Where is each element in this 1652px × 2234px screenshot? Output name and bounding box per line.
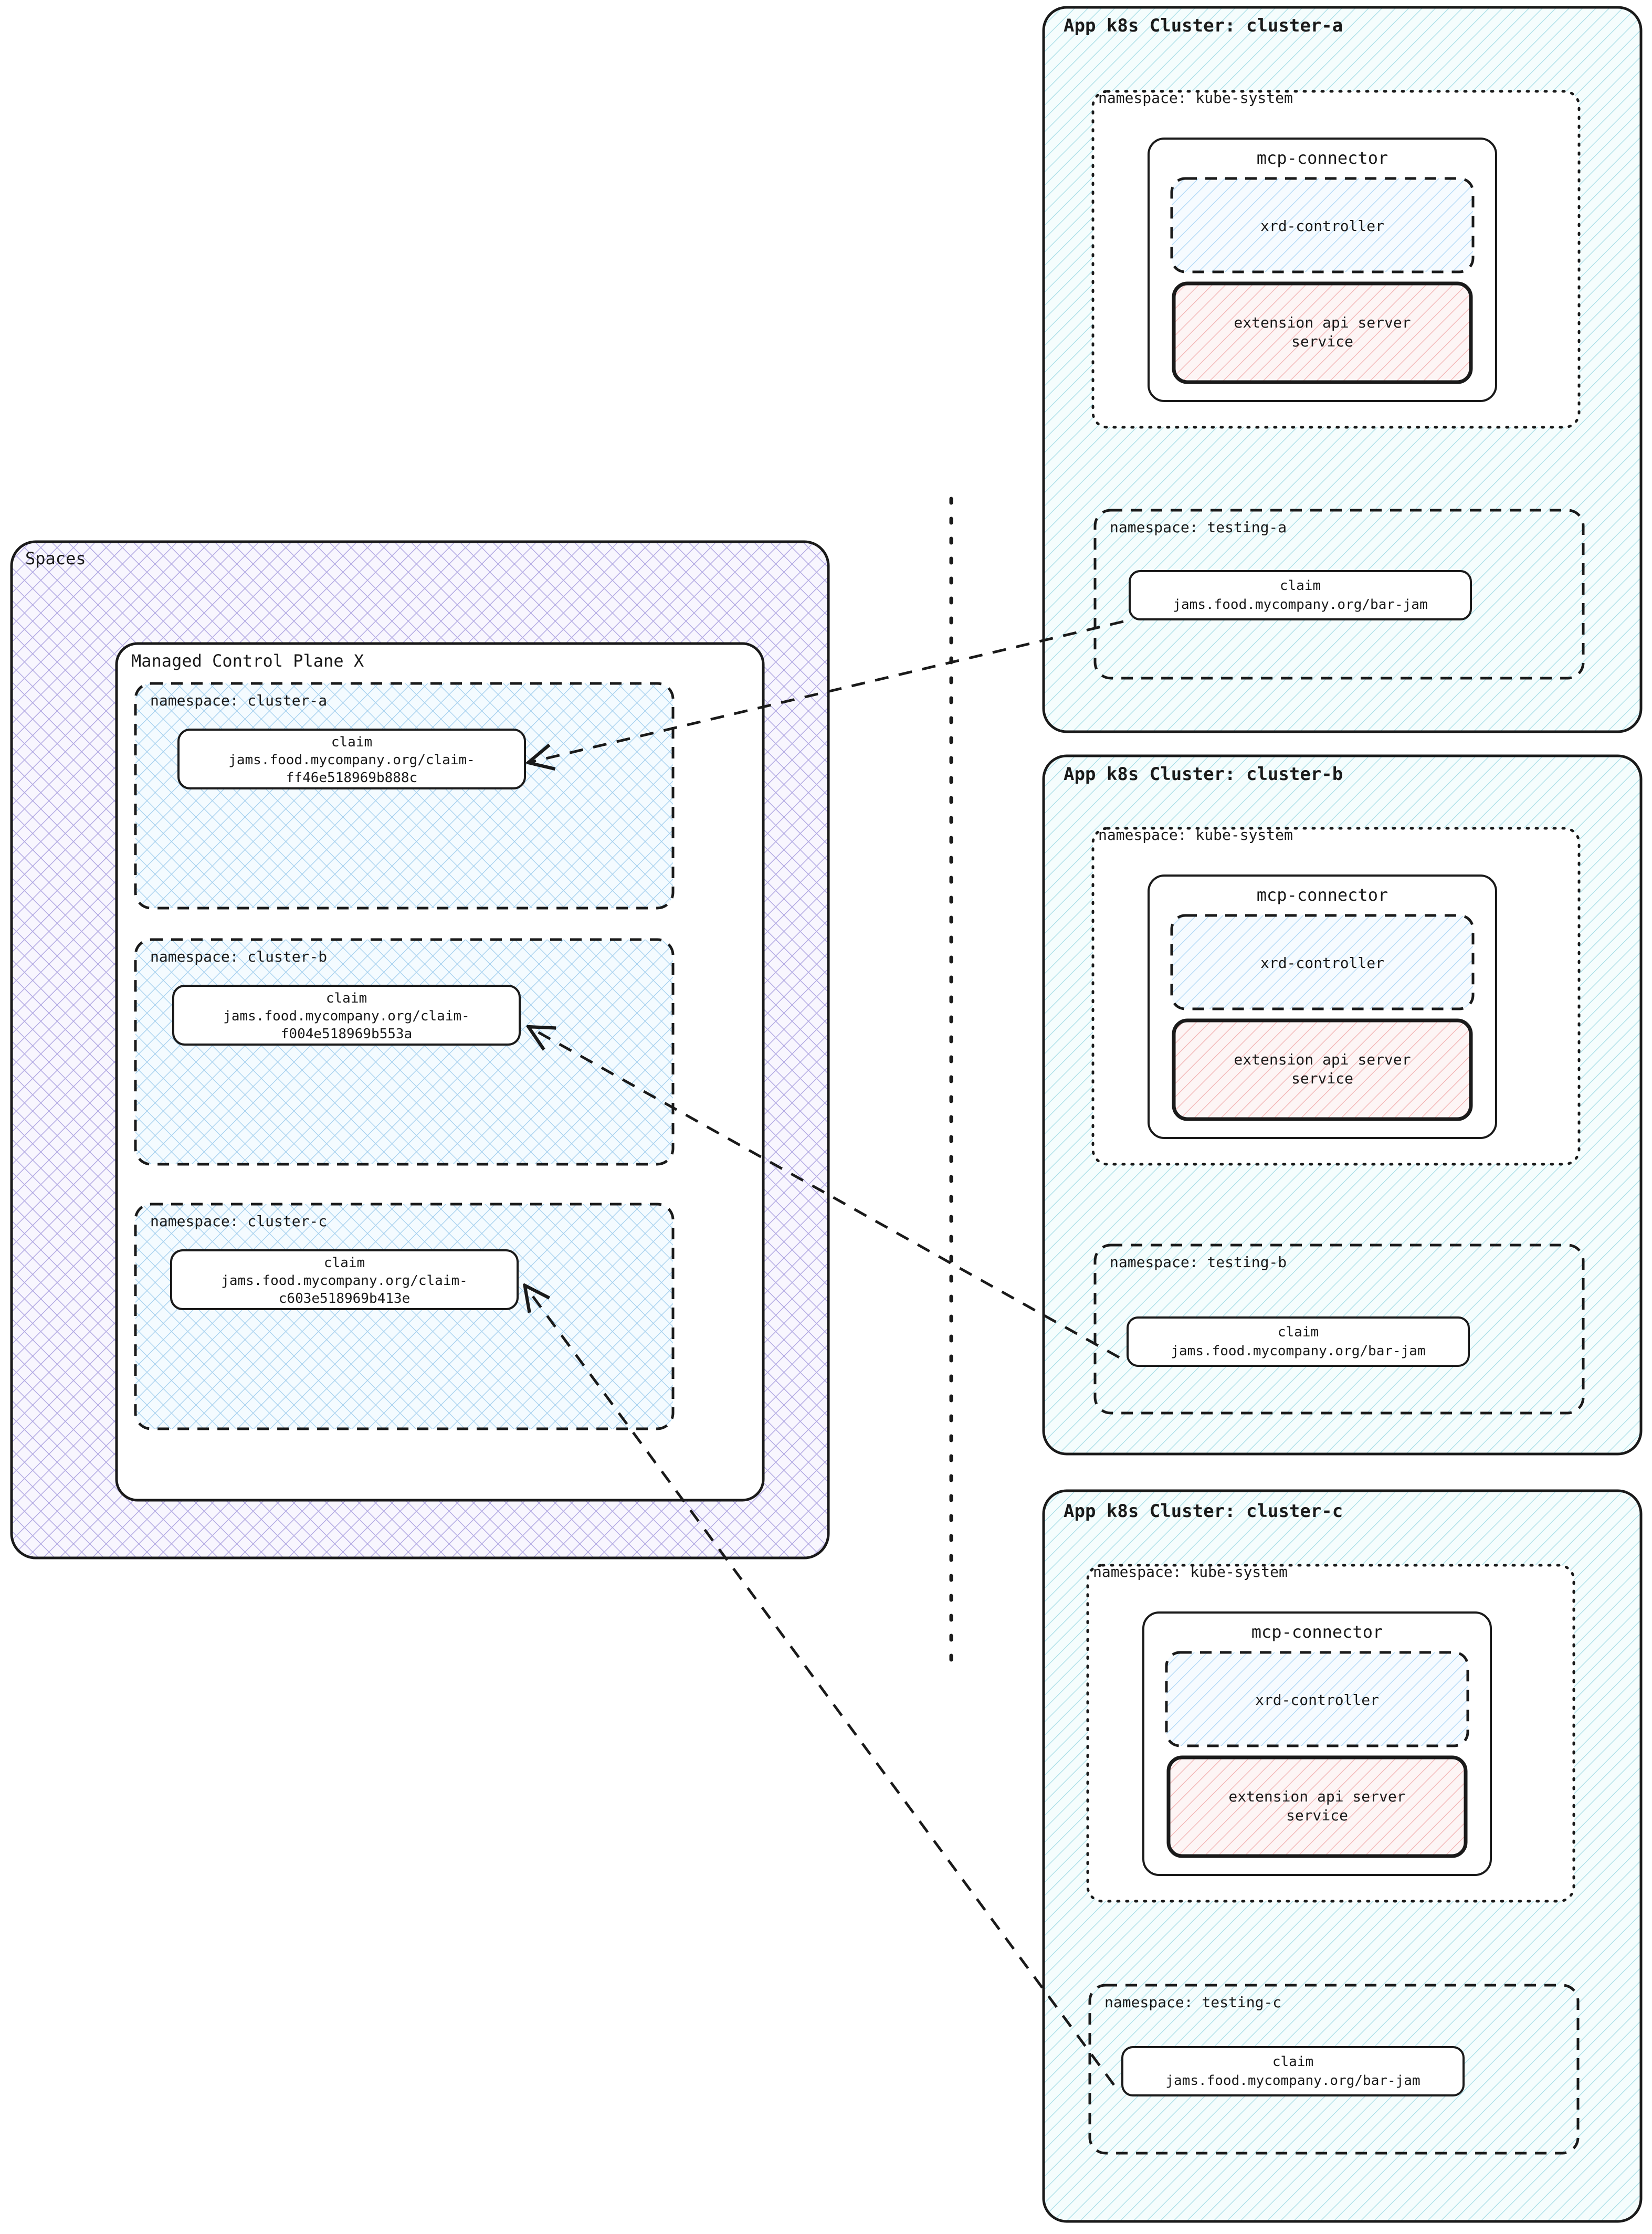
namespace-label: namespace: kube-system xyxy=(1093,1563,1288,1580)
claim-ref-line1: jams.food.mycompany.org/claim- xyxy=(228,752,475,768)
claim-ref: jams.food.mycompany.org/bar-jam xyxy=(1173,597,1427,613)
xrd-controller-boundary xyxy=(1170,177,1475,273)
extension-api-server-boundary xyxy=(1172,1018,1473,1121)
claim-box[interactable]: claim jams.food.mycompany.org/bar-jam xyxy=(1121,2046,1465,2096)
namespace-label: namespace: testing-a xyxy=(1110,519,1287,536)
namespace-boundary xyxy=(134,938,675,1166)
app-cluster-a: App k8s Cluster: cluster-a namespace: ku… xyxy=(1042,6,1643,733)
claim-box[interactable]: claim jams.food.mycompany.org/claim- c60… xyxy=(170,1249,519,1310)
extension-api-server-line1: extension api server xyxy=(1234,1051,1411,1068)
xrd-controller-label: xrd-controller xyxy=(1260,954,1384,972)
claim-box-border xyxy=(170,1249,519,1310)
claim-title: claim xyxy=(324,1255,365,1271)
mcp-label: Managed Control Plane X xyxy=(131,651,364,671)
extension-api-server-service[interactable]: extension api server service xyxy=(1166,1755,1468,1858)
testing-namespace[interactable]: namespace: testing-c claim jams.food.myc… xyxy=(1088,1984,1580,2155)
cluster-title: App k8s Cluster: cluster-b xyxy=(1064,764,1343,785)
extension-api-server-line1: extension api server xyxy=(1228,1788,1405,1805)
cluster-title: App k8s Cluster: cluster-c xyxy=(1064,1501,1343,1522)
claim-box-border xyxy=(1129,570,1472,620)
claim-title: claim xyxy=(331,734,372,750)
extension-api-server-line2: service xyxy=(1286,1807,1348,1824)
mcp-connector-label: mcp-connector xyxy=(1257,148,1388,168)
namespace-label: namespace: kube-system xyxy=(1098,89,1293,107)
xrd-controller[interactable]: xrd-controller xyxy=(1170,177,1475,273)
arrow-cluster-a-to-mcp xyxy=(530,620,1124,762)
claim-title: claim xyxy=(1272,2054,1313,2070)
extension-api-server-boundary xyxy=(1166,1755,1468,1858)
kube-system-namespace[interactable]: namespace: kube-system mcp-connector xrd… xyxy=(1091,826,1581,1166)
namespace-label: namespace: testing-c xyxy=(1104,1994,1281,2011)
cluster-title: App k8s Cluster: cluster-a xyxy=(1064,15,1343,36)
mcp-connector-label: mcp-connector xyxy=(1251,1622,1383,1642)
claim-box[interactable]: claim jams.food.mycompany.org/bar-jam xyxy=(1127,1316,1470,1367)
xrd-controller-boundary xyxy=(1170,914,1475,1010)
extension-api-server-service[interactable]: extension api server service xyxy=(1172,281,1473,384)
claim-box-border xyxy=(1127,1316,1470,1367)
namespace-boundary xyxy=(134,1203,675,1430)
claim-box-border xyxy=(1121,2046,1465,2096)
mcp-connector[interactable]: mcp-connector xrd-controller extension a… xyxy=(1148,874,1497,1139)
claim-ref-line1: jams.food.mycompany.org/claim- xyxy=(223,1008,470,1024)
xrd-controller[interactable]: xrd-controller xyxy=(1170,914,1475,1010)
claim-title: claim xyxy=(326,990,367,1006)
mcp-connector[interactable]: mcp-connector xrd-controller extension a… xyxy=(1148,138,1497,402)
claim-ref-line2: c603e518969b413e xyxy=(279,1291,410,1306)
extension-api-server-line2: service xyxy=(1291,333,1353,350)
extension-api-server-line2: service xyxy=(1291,1070,1353,1087)
namespace-label: namespace: kube-system xyxy=(1098,826,1293,844)
arrow-cluster-b-to-mcp xyxy=(530,1028,1120,1359)
spaces-label: Spaces xyxy=(25,549,86,568)
namespace-label: namespace: cluster-c xyxy=(150,1213,327,1230)
claim-ref: jams.food.mycompany.org/bar-jam xyxy=(1171,1343,1425,1359)
extension-api-server-service[interactable]: extension api server service xyxy=(1172,1018,1473,1121)
extension-api-server-boundary xyxy=(1172,281,1473,384)
namespace-label: namespace: cluster-b xyxy=(150,948,327,965)
mcp-connector-label: mcp-connector xyxy=(1257,885,1388,905)
namespace-boundary xyxy=(134,682,675,910)
app-cluster-c: App k8s Cluster: cluster-c namespace: ku… xyxy=(1042,1489,1643,2223)
namespace-label: namespace: testing-b xyxy=(1110,1253,1287,1271)
testing-namespace[interactable]: namespace: testing-b claim jams.food.myc… xyxy=(1093,1244,1585,1415)
claim-box-border xyxy=(172,985,521,1046)
arrow-cluster-c-to-mcp xyxy=(526,1287,1116,2086)
connector-arrows xyxy=(526,620,1124,2086)
claim-title: claim xyxy=(1278,1324,1319,1340)
xrd-controller-label: xrd-controller xyxy=(1255,1691,1379,1709)
mcp-namespace-cluster-c[interactable]: namespace: cluster-c claim jams.food.myc… xyxy=(134,1203,675,1430)
mcp-namespace-cluster-a[interactable]: namespace: cluster-a claim jams.food.myc… xyxy=(134,682,675,910)
mcp-namespace-cluster-b[interactable]: namespace: cluster-b claim jams.food.myc… xyxy=(134,938,675,1166)
claim-box[interactable]: claim jams.food.mycompany.org/claim- f00… xyxy=(172,985,521,1046)
kube-system-namespace[interactable]: namespace: kube-system mcp-connector xrd… xyxy=(1086,1563,1575,1903)
claim-ref-line2: ff46e518969b888c xyxy=(286,770,417,786)
extension-api-server-line1: extension api server xyxy=(1234,314,1411,331)
xrd-controller-label: xrd-controller xyxy=(1260,217,1384,235)
claim-title: claim xyxy=(1280,578,1321,594)
claim-ref: jams.food.mycompany.org/bar-jam xyxy=(1165,2073,1420,2089)
namespace-label: namespace: cluster-a xyxy=(150,692,327,709)
xrd-controller-boundary xyxy=(1165,1651,1469,1747)
app-cluster-b: App k8s Cluster: cluster-b namespace: ku… xyxy=(1042,754,1643,1456)
xrd-controller[interactable]: xrd-controller xyxy=(1165,1651,1469,1747)
kube-system-namespace[interactable]: namespace: kube-system mcp-connector xrd… xyxy=(1091,89,1581,429)
testing-namespace[interactable]: namespace: testing-a claim jams.food.myc… xyxy=(1093,509,1585,680)
claim-box[interactable]: claim jams.food.mycompany.org/bar-jam xyxy=(1129,570,1472,620)
claim-box[interactable]: claim jams.food.mycompany.org/claim- ff4… xyxy=(177,729,526,789)
claim-ref-line1: jams.food.mycompany.org/claim- xyxy=(221,1273,468,1289)
mcp-connector[interactable]: mcp-connector xrd-controller extension a… xyxy=(1142,1611,1492,1876)
claim-ref-line2: f004e518969b553a xyxy=(281,1026,412,1042)
